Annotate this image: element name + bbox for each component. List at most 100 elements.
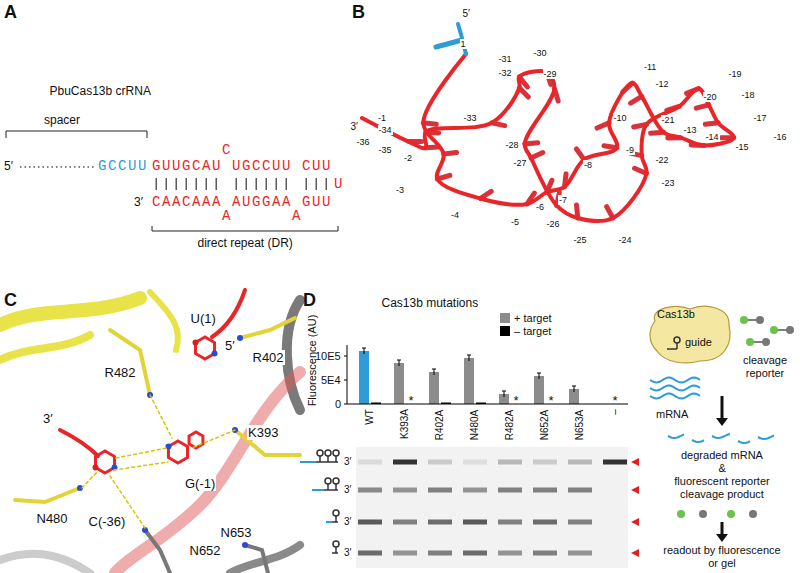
base-pair [316,178,317,190]
base-ring [168,441,187,463]
residue-label: R482 [104,365,137,380]
significance-mark: * [613,393,618,408]
end-label: 5′ [4,159,13,173]
end-label: 3′ [134,195,143,209]
scheme-label: & [719,462,726,475]
residue-number: -2 [403,153,413,163]
structure-part [0,298,140,325]
residue-number: -23 [661,178,676,188]
residue-number: -6 [535,202,545,212]
scheme-label: mRNA [656,408,688,421]
hairpin-icon [333,510,339,516]
bracket [152,226,338,231]
scheme-label: fluorescent reporter cleavage product [662,475,782,501]
base-plate [436,40,462,47]
band-marker [631,549,639,557]
scheme-label: cleavage reporter [735,354,795,380]
mrna-fragment [692,440,704,442]
structure-part [0,554,90,573]
panel-letter: D [303,290,316,311]
structure-part [240,318,295,338]
structure-part [192,430,235,448]
residue-number: -7 [558,195,568,205]
gel-band [358,488,382,493]
residue-number: -34 [378,125,393,135]
error-bar [502,391,506,397]
fluorophore [727,510,735,518]
structure-part [245,545,268,573]
end-label: 5′ [463,8,470,20]
rna-strand [667,348,677,350]
structure-part [150,395,172,438]
bar [464,358,474,404]
hairpin-icon [333,541,339,547]
hairpin-icon [317,450,323,456]
gel-band [463,460,487,465]
gel-band [393,520,417,525]
region-label: spacer [44,113,80,127]
base-pair [236,178,237,190]
base-pair [246,178,247,190]
fluorophore [677,510,685,518]
gel-band [498,520,522,525]
gel-band [463,551,487,556]
mrna-fragment [712,434,730,438]
lane-label: K393A [399,409,411,439]
end-label: 3′ [344,484,351,496]
backbone [458,24,466,54]
significance-mark: * [409,393,414,408]
sequence-text: A [292,208,302,224]
tick-label: 0 [335,398,341,411]
gel-band [568,551,592,556]
mrna-fragment [738,441,750,443]
mrna-strand [650,394,700,399]
residue-number: -4 [450,210,460,220]
sequence-text: C [222,142,232,158]
gel-band [463,520,487,525]
sequence-text: GUUGCAU [152,158,222,174]
gel-background [356,447,628,568]
gel [300,447,639,568]
residue-number: -28 [505,140,520,150]
process-arrow [716,534,728,542]
dotted-line [20,166,94,168]
residue-number: -33 [463,113,478,123]
end-label: 3′ [344,456,351,468]
node-heading: Cas13b [657,308,695,321]
gel-band [428,460,452,465]
end-label: 3′ [42,411,54,426]
process-arrow [716,418,728,426]
tick-label: 10E5 [315,350,341,363]
base-pair [186,178,187,190]
rna-diagram [6,131,338,231]
error-bar [397,360,401,366]
hairpin-icon [325,450,331,456]
gel-band [358,460,382,465]
residue-label: U(1) [190,311,217,326]
lane-label: – [609,409,621,415]
mrna-fragment [758,435,774,439]
gel-band [533,551,557,556]
residue-label: K393 [247,425,279,440]
residue-number: -5 [510,217,520,227]
gel-band [498,460,522,465]
significance-mark: * [514,393,519,408]
residue-number: -9 [625,145,635,155]
end-label: 5′ [224,338,236,353]
panel-letter: C [4,290,17,311]
sequence-text: CAACAAA [152,194,222,210]
structure-part [82,472,97,488]
residue-number: -35 [378,145,393,155]
structure-part [0,335,90,360]
bar [534,376,544,404]
lane-label: N652A [539,409,551,440]
backbone [362,54,734,221]
quencher [762,338,770,346]
lane-label: R402A [434,409,446,440]
hairpin-icon [325,478,331,484]
atom [242,542,248,548]
base-pair [206,178,207,190]
residue-number: -1 [377,113,387,123]
residue-label: R402 [252,350,285,365]
legend-swatch [500,313,510,323]
